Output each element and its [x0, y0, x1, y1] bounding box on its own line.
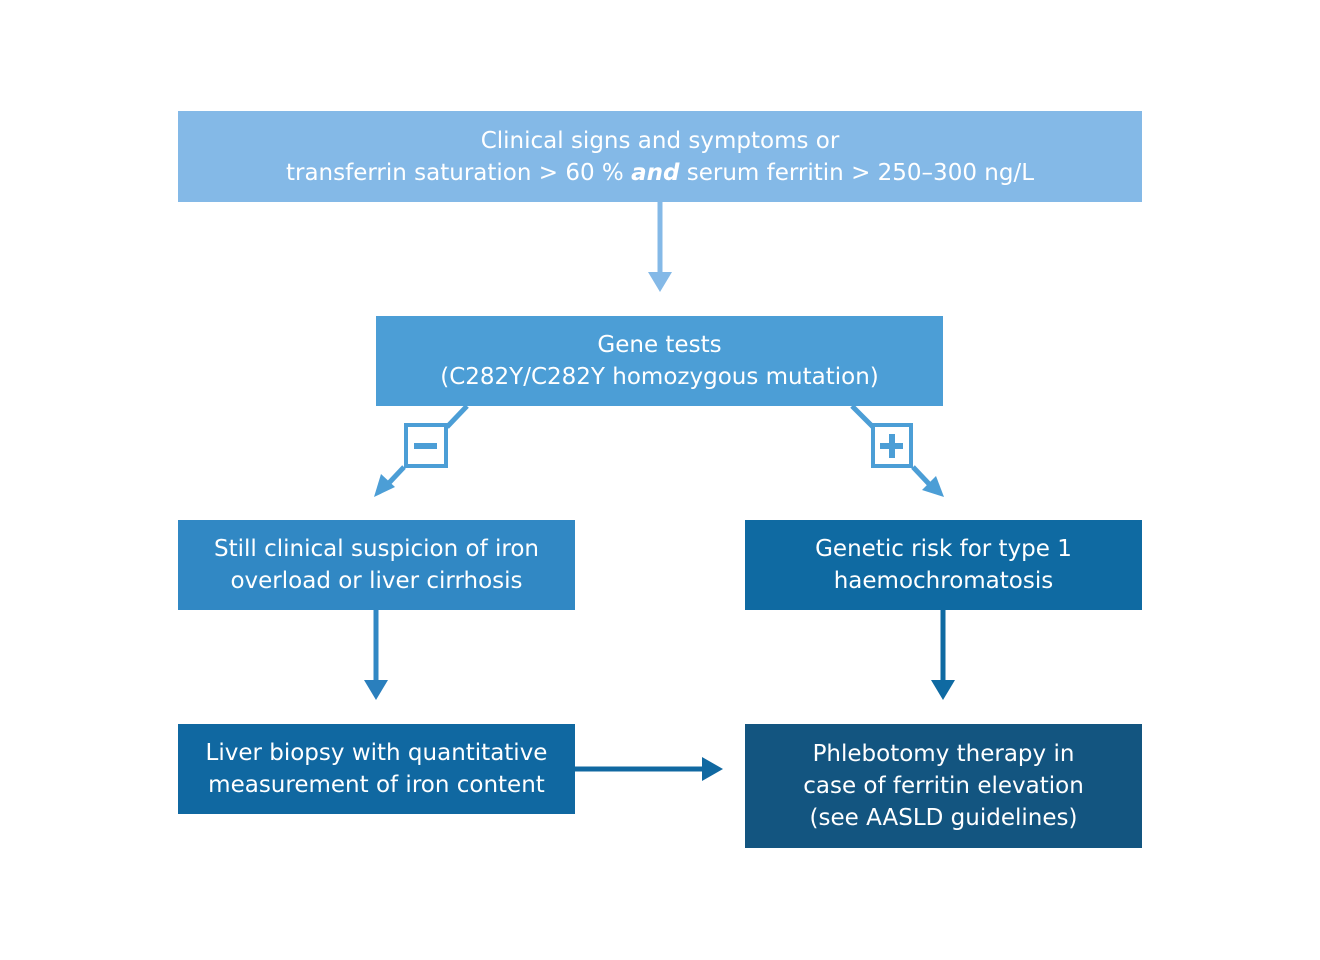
symptoms-line1: Clinical signs and symptoms or [480, 127, 840, 154]
minus-icon [414, 443, 437, 449]
arrow-positive-branch [850, 404, 944, 497]
gene-tests-line1: Gene tests [597, 332, 722, 358]
biopsy-line2: measurement of iron content [208, 772, 545, 798]
node-biopsy: Liver biopsy with quantitative measureme… [178, 724, 575, 814]
symptoms-emphasis: and [631, 159, 680, 186]
genetic-risk-line1: Genetic risk for type 1 [815, 536, 1072, 562]
arrow-risk-to-phlebotomy [931, 610, 955, 700]
gene-tests-line2: (C282Y/C282Y homozygous mutation) [440, 364, 879, 390]
phlebotomy-line3: (see AASLD guidelines) [809, 805, 1078, 831]
symptoms-line2: transferrin saturation > 60 % and serum … [286, 157, 1034, 189]
arrow-suspicion-to-biopsy [364, 610, 388, 700]
node-symptoms: Clinical signs and symptoms or transferr… [178, 111, 1142, 202]
arrow-negative-branch [374, 404, 469, 497]
node-suspicion: Still clinical suspicion of iron overloa… [178, 520, 575, 610]
arrow-biopsy-to-phlebotomy [575, 757, 723, 781]
suspicion-line2: overload or liver cirrhosis [230, 568, 523, 594]
symptoms-line2-post: serum ferritin > 250–300 ng/L [679, 159, 1035, 186]
node-phlebotomy: Phlebotomy therapy in case of ferritin e… [745, 724, 1142, 848]
phlebotomy-line2: case of ferritin elevation [803, 773, 1084, 799]
plus-icon [880, 434, 903, 458]
genetic-risk-line2: haemochromatosis [833, 568, 1054, 594]
node-genetic-risk: Genetic risk for type 1 haemochromatosis [745, 520, 1142, 610]
phlebotomy-line1: Phlebotomy therapy in [812, 741, 1075, 767]
arrow-symptoms-to-gene [648, 202, 672, 292]
symptoms-line2-pre: transferrin saturation > 60 % [285, 159, 632, 186]
biopsy-line1: Liver biopsy with quantitative [205, 740, 548, 766]
suspicion-line1: Still clinical suspicion of iron [214, 536, 539, 562]
node-gene-tests: Gene tests (C282Y/C282Y homozygous mutat… [376, 316, 943, 406]
